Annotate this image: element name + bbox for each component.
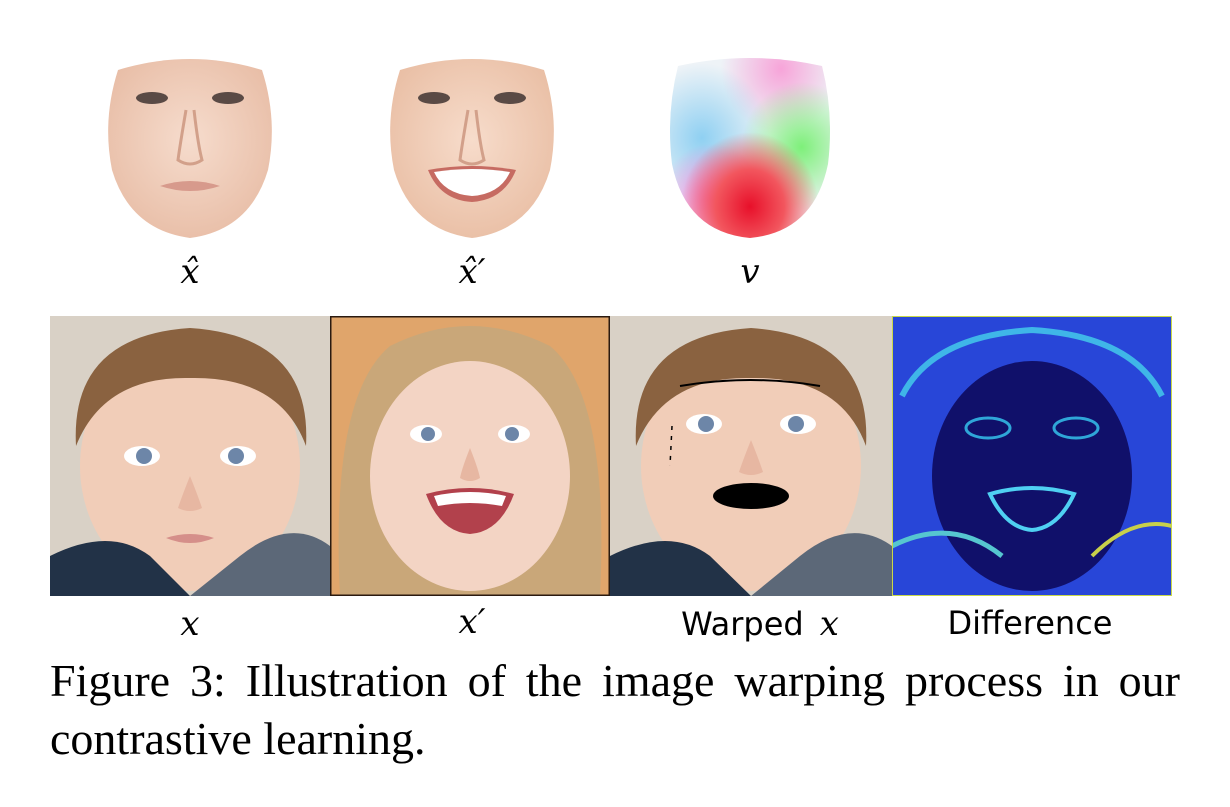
- label-warped-x: Warped x: [660, 604, 860, 644]
- label-warped-var: x: [819, 604, 839, 644]
- optical-flow-field: [664, 54, 836, 240]
- difference-map: [892, 316, 1172, 596]
- expression-face-render: [382, 50, 562, 240]
- caption-line-1: Figure 3: Illustration of the image warp…: [50, 655, 1180, 706]
- caption-line-2: contrastive learning.: [50, 713, 426, 764]
- label-x-prime: x′: [458, 602, 486, 642]
- source-image: [50, 316, 330, 596]
- target-image: [330, 316, 610, 596]
- label-x-hat-prime: x̂′: [458, 252, 486, 292]
- figure-caption: Figure 3: Illustration of the image warp…: [50, 652, 1180, 768]
- label-x-hat: x̂: [180, 252, 200, 292]
- neutral-face-render: [100, 50, 280, 240]
- label-v: v: [740, 252, 760, 292]
- label-warped-word: Warped: [681, 605, 804, 643]
- warped-image: [610, 316, 892, 596]
- label-x: x: [180, 604, 200, 644]
- label-difference: Difference: [947, 604, 1113, 642]
